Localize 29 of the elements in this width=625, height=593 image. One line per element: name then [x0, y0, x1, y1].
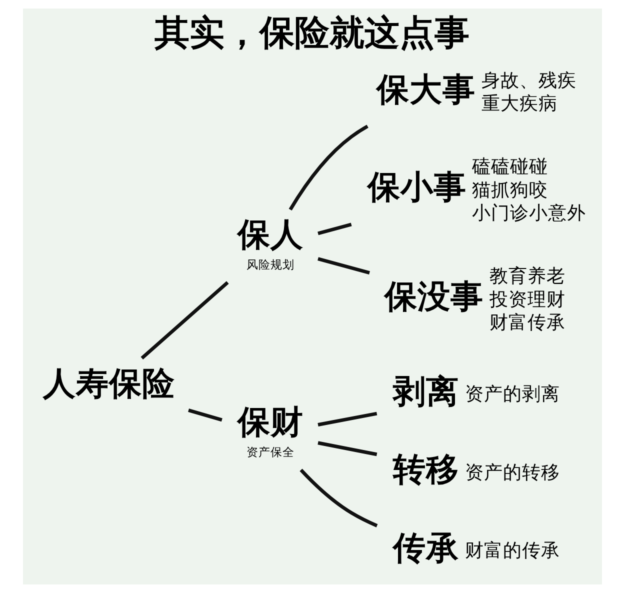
connector: [288, 124, 368, 211]
node-label: 资产的剥离: [465, 384, 560, 406]
node-text: 保没事: [384, 278, 484, 316]
connector: [318, 441, 378, 456]
node-text: 保人 风险规划: [237, 215, 304, 272]
node-text: 转移: [392, 450, 459, 489]
node-text: 保大事: [376, 70, 476, 108]
node-text: 剥离: [392, 372, 459, 411]
connector: [318, 257, 370, 274]
connector: [140, 281, 229, 360]
node-text: 保财 资产保全: [237, 402, 304, 459]
node-label: 投资理财: [490, 289, 566, 310]
node-label: 磕磕碰碰: [472, 156, 548, 178]
node-label: 身故、残疾: [481, 70, 576, 92]
node-text: 保小事: [367, 168, 466, 206]
node-label: 资产的转移: [465, 462, 560, 484]
node-label: 教育养老: [490, 266, 566, 287]
connector: [318, 222, 352, 236]
node-label: 小门诊小意外: [472, 203, 586, 224]
node-text: 传承: [392, 528, 459, 567]
connector: [318, 412, 378, 426]
node-label: 财富的传承: [465, 540, 560, 562]
node-label: 猫抓狗咬: [472, 180, 548, 201]
node-text: 人寿保险: [42, 364, 175, 403]
node-label: 财富传承: [490, 312, 566, 334]
connector: [188, 408, 222, 422]
diagram-title: 其实，保险就这点事: [154, 14, 470, 54]
node-label: 重大疾病: [481, 94, 558, 115]
connector: [300, 468, 378, 528]
